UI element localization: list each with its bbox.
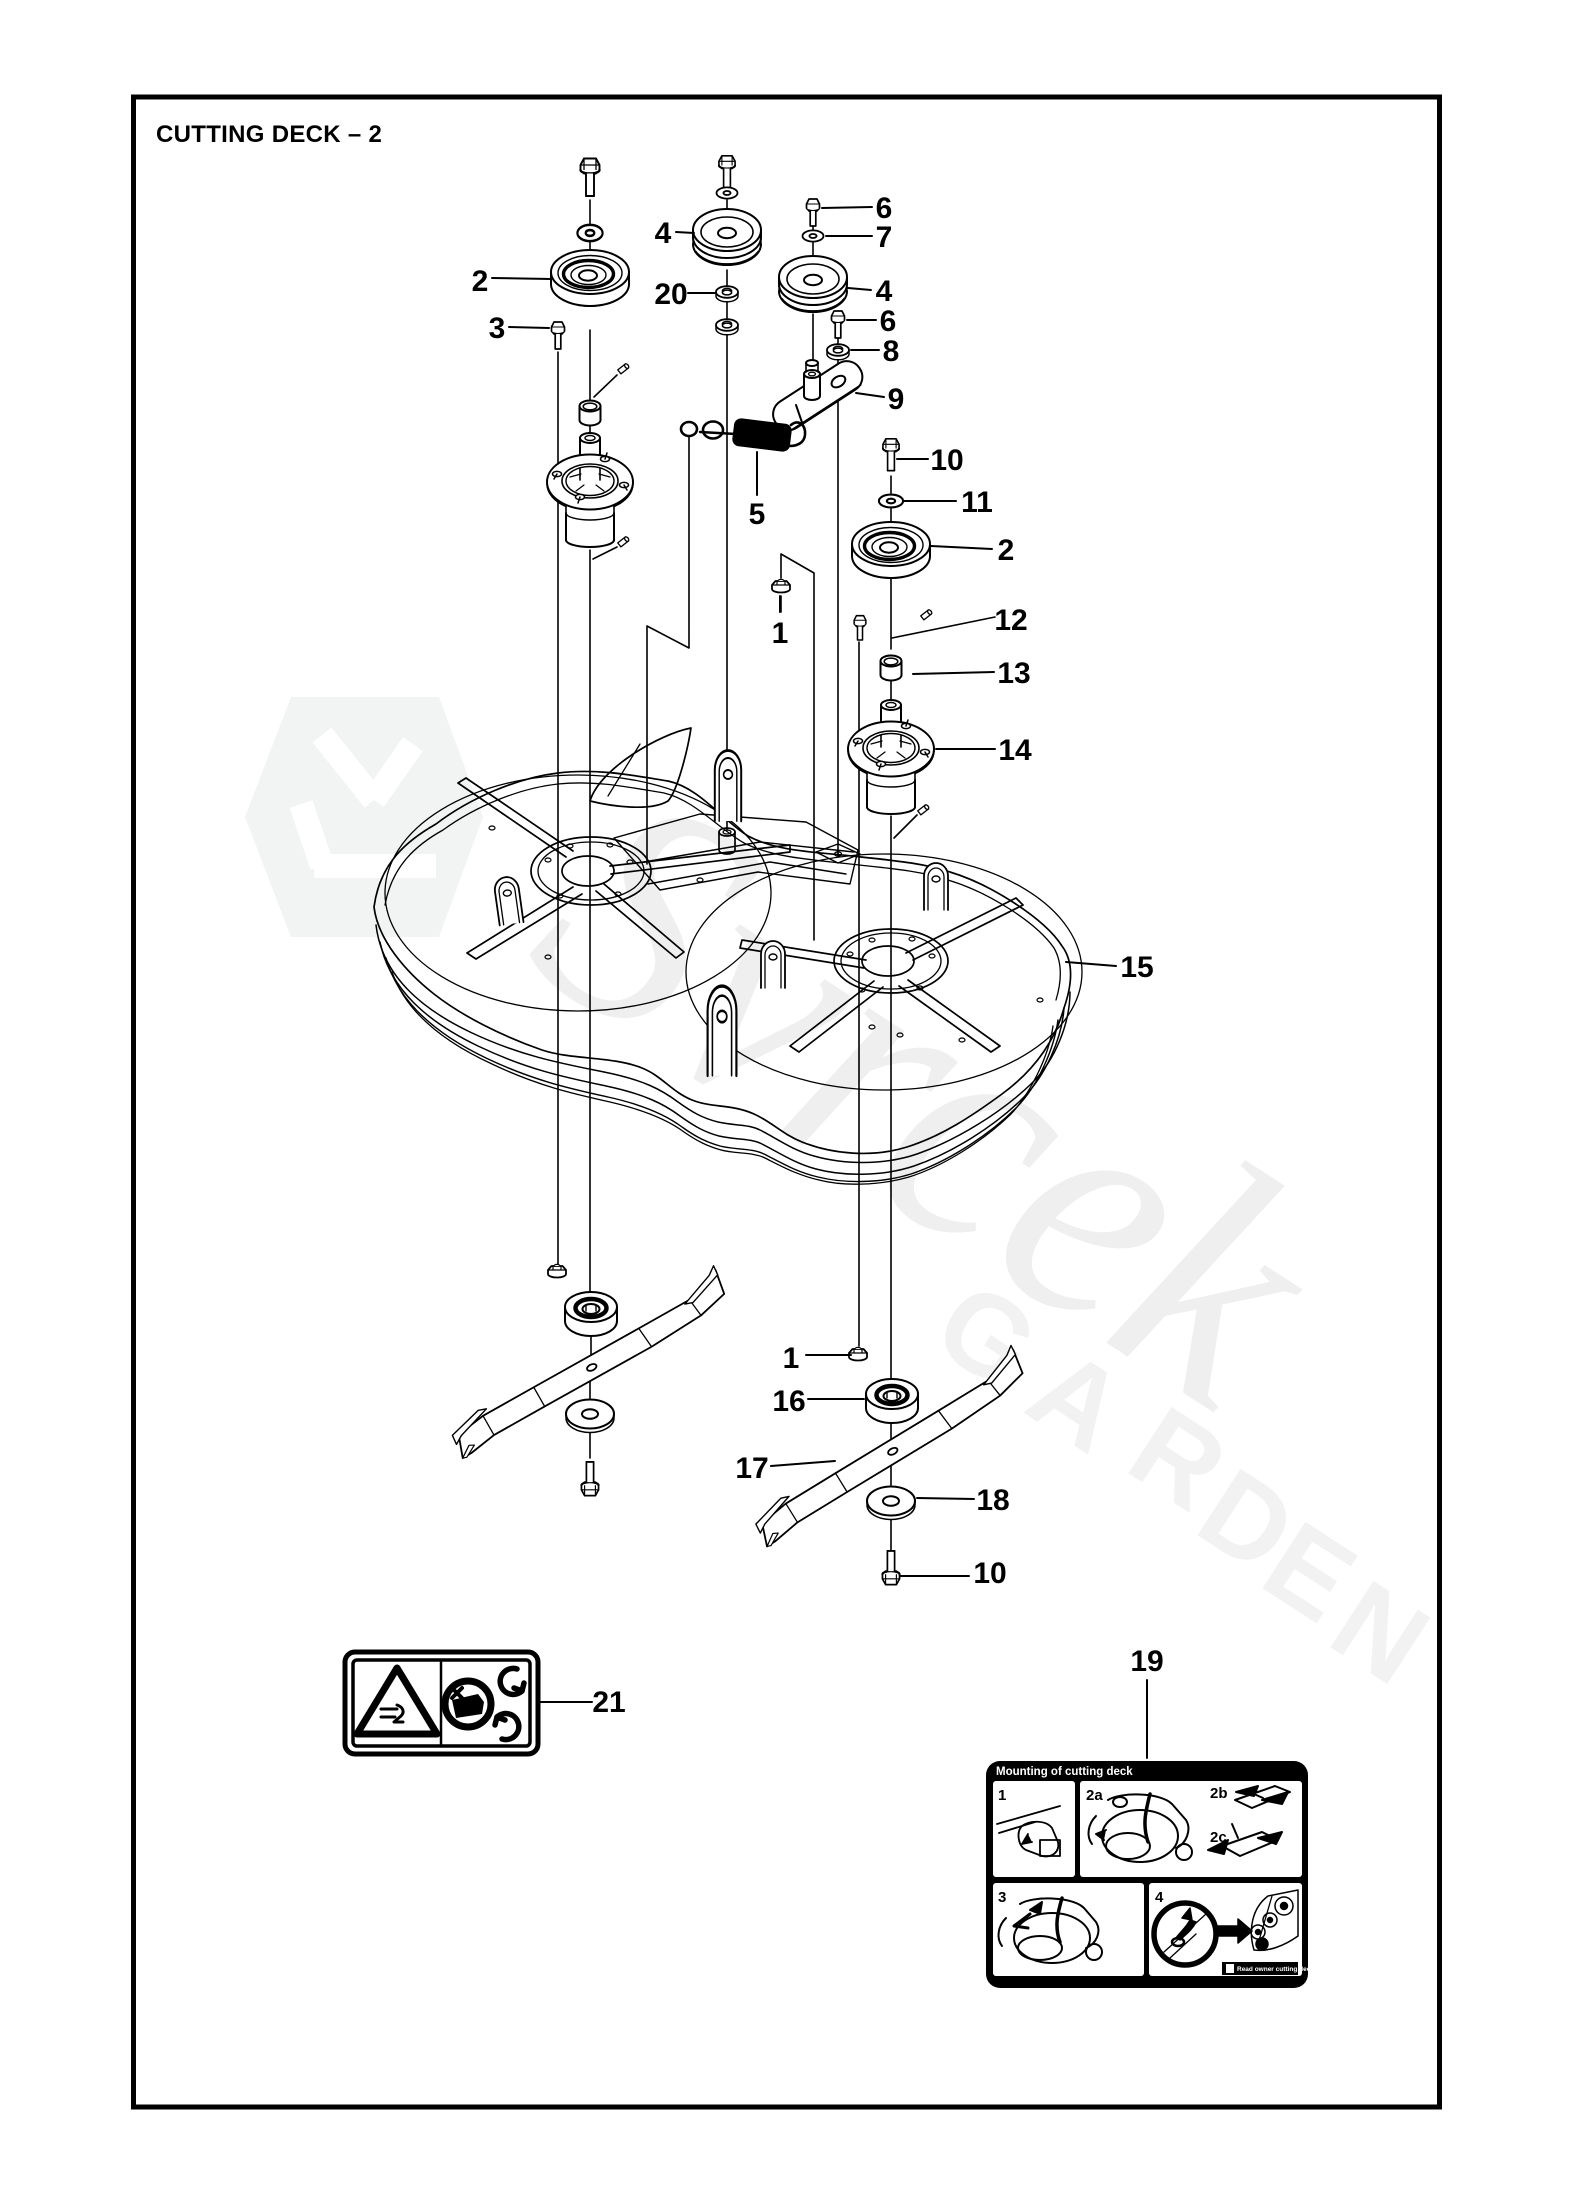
svg-text:11: 11 [961, 486, 993, 519]
svg-text:3: 3 [998, 1889, 1006, 1906]
svg-text:1: 1 [783, 1342, 800, 1375]
svg-text:4: 4 [876, 275, 893, 308]
svg-text:3: 3 [489, 312, 506, 345]
svg-text:7: 7 [876, 221, 893, 254]
svg-text:17: 17 [735, 1452, 768, 1485]
svg-text:2b: 2b [1210, 1785, 1228, 1802]
svg-text:10: 10 [973, 1557, 1006, 1590]
svg-text:6: 6 [876, 192, 893, 225]
svg-text:2a: 2a [1086, 1787, 1103, 1804]
svg-text:8: 8 [883, 335, 900, 368]
svg-text:4: 4 [1155, 1889, 1164, 1906]
svg-text:14: 14 [998, 734, 1032, 767]
svg-text:12: 12 [994, 604, 1027, 637]
svg-text:2: 2 [472, 265, 489, 298]
svg-text:19: 19 [1130, 1645, 1163, 1678]
svg-text:6: 6 [880, 305, 897, 338]
svg-text:Read owner cutting deck: Read owner cutting deck [1237, 1966, 1314, 1973]
svg-text:9: 9 [888, 383, 905, 416]
svg-text:2: 2 [998, 534, 1015, 567]
svg-text:1: 1 [998, 1787, 1006, 1804]
svg-text:20: 20 [654, 278, 687, 311]
svg-text:18: 18 [976, 1484, 1009, 1517]
svg-text:15: 15 [1120, 951, 1153, 984]
svg-text:1: 1 [772, 617, 789, 650]
svg-text:4: 4 [655, 217, 672, 250]
svg-text:13: 13 [997, 657, 1030, 690]
svg-text:Mounting of cutting deck: Mounting of cutting deck [996, 1766, 1133, 1778]
svg-text:10: 10 [930, 444, 963, 477]
svg-text:CUTTING DECK – 2: CUTTING DECK – 2 [156, 121, 382, 148]
svg-text:5: 5 [749, 498, 766, 531]
svg-text:16: 16 [772, 1385, 805, 1418]
svg-text:21: 21 [592, 1686, 625, 1719]
